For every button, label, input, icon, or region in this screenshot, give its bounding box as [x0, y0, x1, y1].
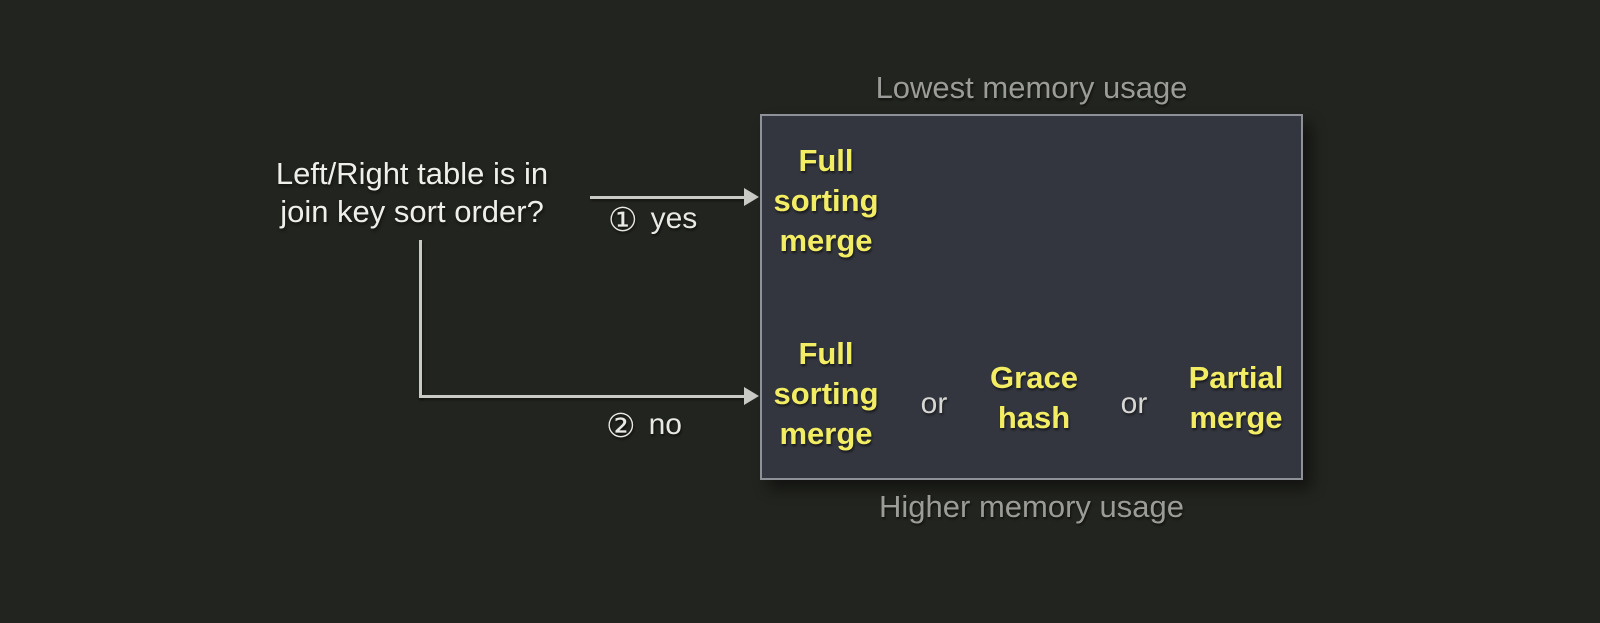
algorithm-full-sorting-merge-sorted: Full sorting merge	[773, 143, 879, 258]
connector-yes-line	[590, 196, 745, 199]
connector-no-horizontal-line	[419, 395, 745, 398]
algorithm-full-sorting-merge: Full sorting merge	[773, 336, 879, 451]
higher-memory-caption: Higher memory usage	[879, 489, 1184, 524]
algorithm-grace-hash: Grace hash	[990, 360, 1078, 435]
circled-1-icon: ①	[608, 200, 638, 238]
arrowhead-yes-icon	[744, 188, 759, 206]
connector-no-vertical-line	[419, 240, 422, 398]
or-separator-2: or	[1120, 387, 1148, 420]
lowest-memory-caption: Lowest memory usage	[875, 70, 1188, 105]
or-separator-1: or	[920, 387, 948, 420]
branch-no-text: no	[648, 408, 682, 441]
branch-label-yes: ① yes	[608, 202, 697, 236]
question-text: Left/Right table is in join key sort ord…	[275, 156, 549, 229]
branch-label-no: ② no	[606, 408, 682, 442]
circled-2-icon: ②	[606, 406, 636, 444]
join-algorithms-box: Full sorting merge Full sorting merge or…	[760, 114, 1303, 480]
algorithm-partial-merge: Partial merge	[1188, 360, 1284, 435]
arrowhead-no-icon	[744, 387, 759, 405]
branch-yes-text: yes	[650, 202, 698, 235]
